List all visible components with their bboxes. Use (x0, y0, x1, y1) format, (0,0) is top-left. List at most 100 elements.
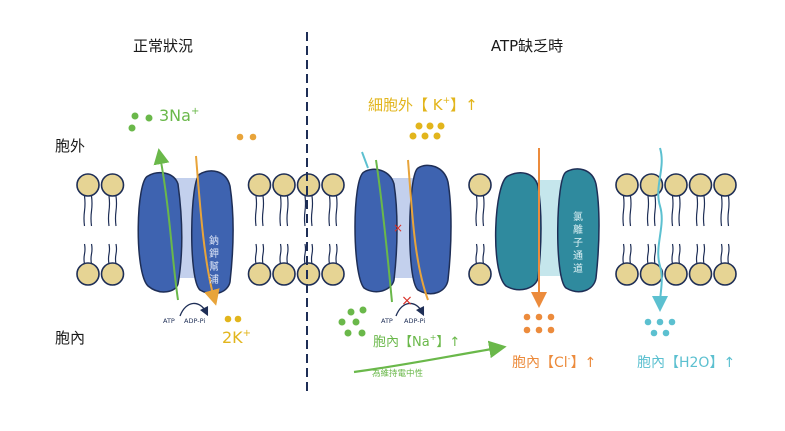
lipid-head (639, 262, 664, 286)
k-out-label: 細胞外【 K+】↑ (368, 96, 478, 114)
lipid-tail (279, 243, 282, 265)
lipid-tail (254, 195, 258, 227)
k-in-arrow-blocked (407, 159, 429, 301)
lipid-tail (727, 195, 730, 227)
lipid-tail (114, 243, 118, 265)
lipid-head (76, 262, 100, 286)
lipid-head (664, 262, 688, 286)
lipid-head (321, 173, 345, 197)
lipid-tail (90, 195, 93, 227)
na-ions-in-right (338, 306, 367, 337)
svg-text:鈉: 鈉 (209, 234, 219, 247)
lipid-heads (76, 173, 737, 286)
lipid-head (664, 173, 688, 197)
k-ions-out-right (409, 122, 445, 140)
lipid-head (296, 262, 321, 286)
na-k-pump-right-half (191, 170, 234, 295)
blocked-pump-left-half (354, 168, 398, 293)
lipid-head (468, 262, 492, 286)
lipid-tail (286, 243, 289, 265)
pump-name-vertical: 鈉 鉀 幫 浦 (209, 234, 219, 286)
cl-channel-right-half (557, 168, 600, 293)
h2o-in-label: 胞內【H2O】↑ (637, 355, 735, 371)
atp-hydrolysis-arrow-right (395, 302, 425, 317)
neutrality-label: 為維持電中性 (372, 368, 424, 379)
lipid-tail (83, 195, 86, 227)
lipid-tail (695, 195, 699, 227)
lipid-tail (328, 243, 331, 265)
lipid-tail (310, 195, 314, 227)
label-intracellular: 胞內 (55, 329, 85, 347)
na-out-arrow-left (153, 148, 179, 301)
svg-text:幫: 幫 (209, 260, 219, 273)
lipid-head (247, 173, 272, 197)
cl-in-label: 胞內【Cl-】↑ (512, 354, 596, 371)
lipid-tail (286, 195, 289, 227)
heading-normal: 正常狀況 (133, 37, 193, 55)
adp-label-left: ADP-Pi (184, 317, 205, 325)
lipid-tail (335, 195, 338, 227)
svg-text:浦: 浦 (209, 273, 219, 286)
lipid-tail (646, 195, 650, 227)
na-ions-out-left (128, 112, 153, 132)
lipid-tail (475, 243, 478, 265)
lipid-tail (629, 243, 632, 265)
lipid-tail (254, 243, 258, 265)
lipid-head (688, 262, 713, 286)
lipid-tail (678, 195, 681, 227)
label-extracellular: 胞外 (55, 137, 85, 155)
blocked-pump-right-half (409, 164, 452, 295)
lipid-tails (83, 195, 730, 265)
lipid-head (615, 262, 639, 286)
lipid-tail (629, 195, 632, 227)
svg-text:道: 道 (573, 262, 583, 275)
small-teal-stroke (361, 151, 369, 169)
svg-text:氯: 氯 (573, 210, 583, 223)
lipid-head (247, 262, 272, 286)
lipid-head (100, 262, 125, 286)
na-label: 3Na+ (159, 106, 199, 125)
lipid-tail (702, 195, 706, 227)
lipid-tail (279, 195, 282, 227)
atp-hydrolysis-arrow-left (179, 302, 209, 317)
lipid-tail (107, 243, 111, 265)
lipid-tail (310, 243, 314, 265)
adp-label-right: ADP-Pi (404, 317, 425, 325)
lipid-tail (671, 195, 674, 227)
na-k-pump-left-half (137, 171, 183, 293)
na-out-arrow-blocked (375, 159, 393, 303)
atp-label-left: ATP (163, 317, 175, 325)
lipid-head (272, 173, 296, 197)
lipid-tail (646, 243, 650, 265)
lipid-tail (475, 195, 478, 227)
lipid-tail (114, 195, 118, 227)
lipid-head (296, 173, 321, 197)
lipid-tail (335, 243, 338, 265)
svg-text:離: 離 (573, 223, 583, 236)
lipid-tail (653, 243, 657, 265)
water-molecules-in (644, 318, 676, 337)
atp-blocked-mark: × (401, 293, 413, 309)
lipid-tail (328, 195, 331, 227)
lipid-tail (678, 243, 681, 265)
lipid-tail (702, 243, 706, 265)
water-in-arrow (652, 147, 669, 312)
lipid-head (76, 173, 100, 197)
lipid-head (468, 173, 492, 197)
lipid-tail (727, 243, 730, 265)
lipid-tail (303, 195, 307, 227)
neutrality-arrow (353, 340, 507, 374)
na-in-label: 胞內【Na+】↑ (373, 333, 460, 350)
lipid-head (639, 173, 664, 197)
lipid-tail (720, 195, 723, 227)
lipid-tail (83, 243, 86, 265)
lipid-head (713, 173, 737, 197)
atp-label-right: ATP (381, 317, 393, 325)
cl-channel-name-vertical: 氯 離 子 通 道 (573, 210, 583, 275)
lipid-tail (622, 195, 625, 227)
k-in-arrow-left (195, 155, 220, 306)
svg-text:子: 子 (573, 237, 583, 249)
pump-blocked-mark: × (393, 221, 403, 235)
lipid-tail (622, 243, 625, 265)
